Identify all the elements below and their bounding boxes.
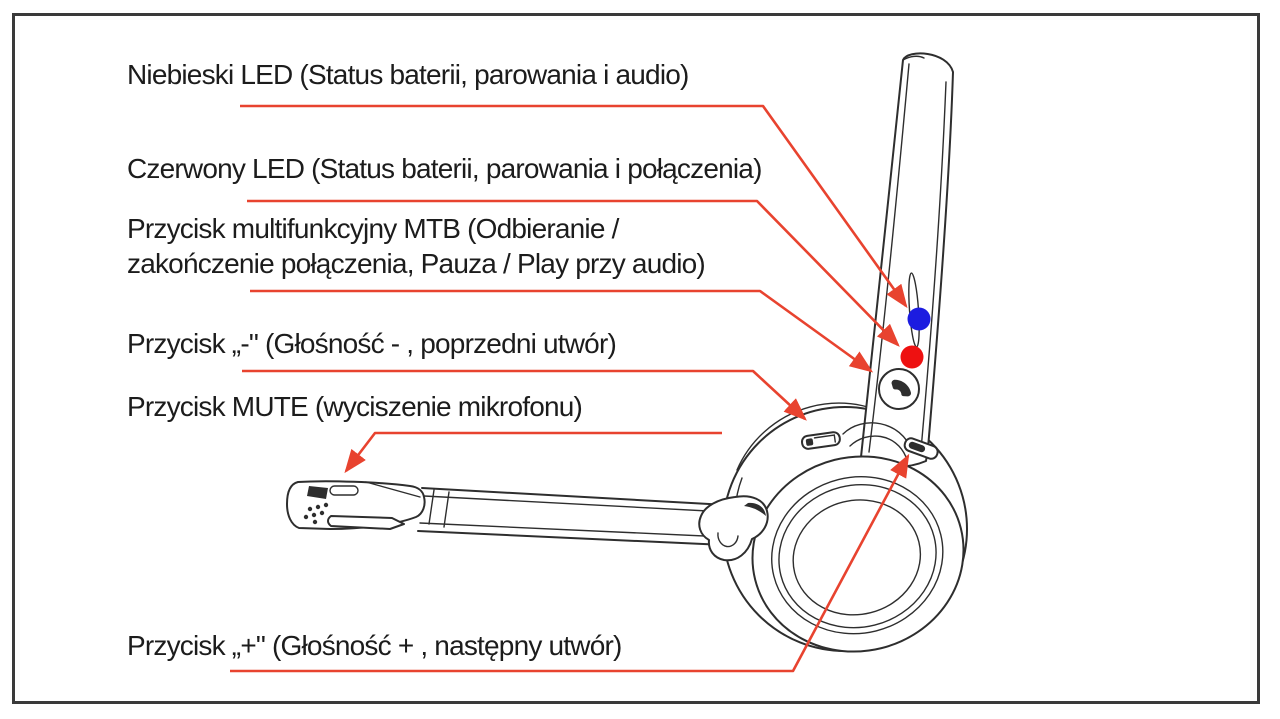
label-przycisk-plus: Przycisk „+" (Głośność + , następny utwó… bbox=[127, 630, 622, 661]
label-przycisk-mute: Przycisk MUTE (wyciszenie mikrofonu) bbox=[127, 391, 583, 422]
label-czerwony-led: Czerwony LED (Status baterii, parowania … bbox=[127, 153, 762, 184]
page-border bbox=[12, 13, 1260, 704]
label-przycisk-mtb: Przycisk multifunkcyjny MTB (Odbieranie … bbox=[127, 213, 706, 279]
label-niebieski-led: Niebieski LED (Status baterii, parowania… bbox=[127, 59, 689, 90]
label-przycisk-minus: Przycisk „-" (Głośność - , poprzedni utw… bbox=[127, 328, 617, 359]
